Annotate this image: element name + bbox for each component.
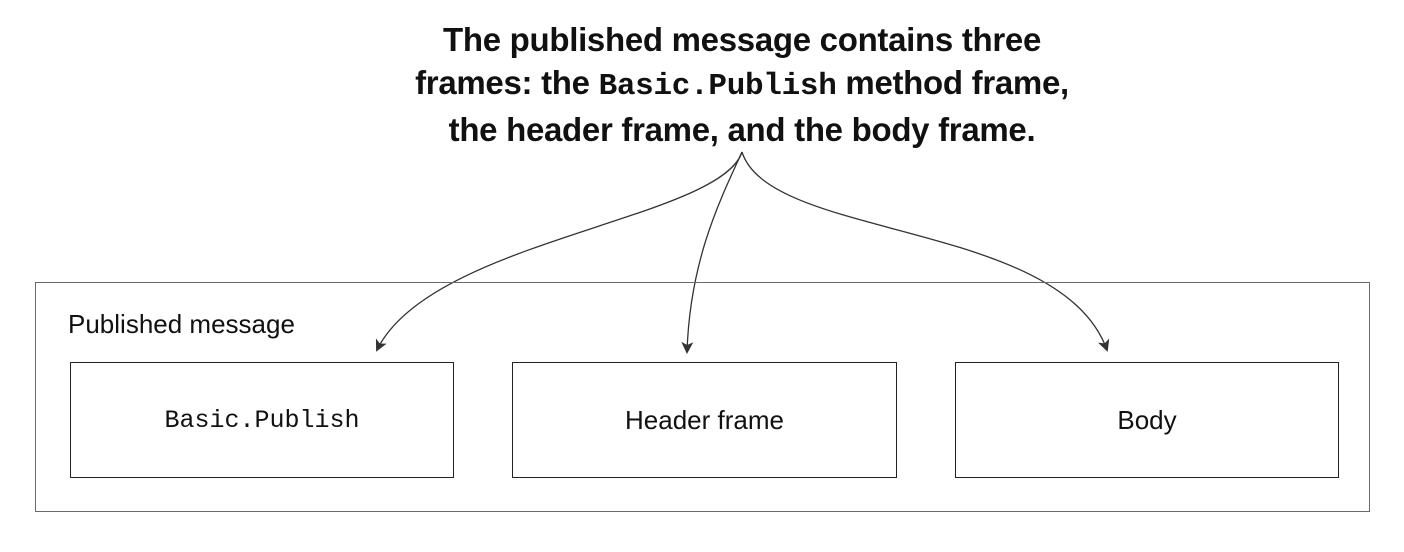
published-message-container [35, 282, 1370, 512]
annotation-line-1: The published message contains three [442, 21, 1042, 58]
annotation-callout: The published message contains three fra… [302, 18, 1182, 151]
annotation-line-3: the header frame, and the body frame. [448, 111, 1036, 148]
arrow-to-body-frame [741, 151, 1110, 352]
annotation-line-2-prefix: frames: the [415, 64, 599, 101]
arrow-to-header-frame [681, 151, 743, 354]
arrow-to-method-frame [375, 151, 743, 352]
annotation-line-2-suffix: method frame, [836, 64, 1069, 101]
header-frame-box: Header frame [512, 362, 897, 478]
method-frame-box: Basic.Publish [70, 362, 454, 478]
published-message-label: Published message [68, 309, 295, 339]
annotation-method-name: Basic.Publish [598, 69, 837, 104]
body-frame-box: Body [955, 362, 1339, 478]
annotation-line-2: frames: the Basic.Publish method frame, [302, 61, 1182, 108]
